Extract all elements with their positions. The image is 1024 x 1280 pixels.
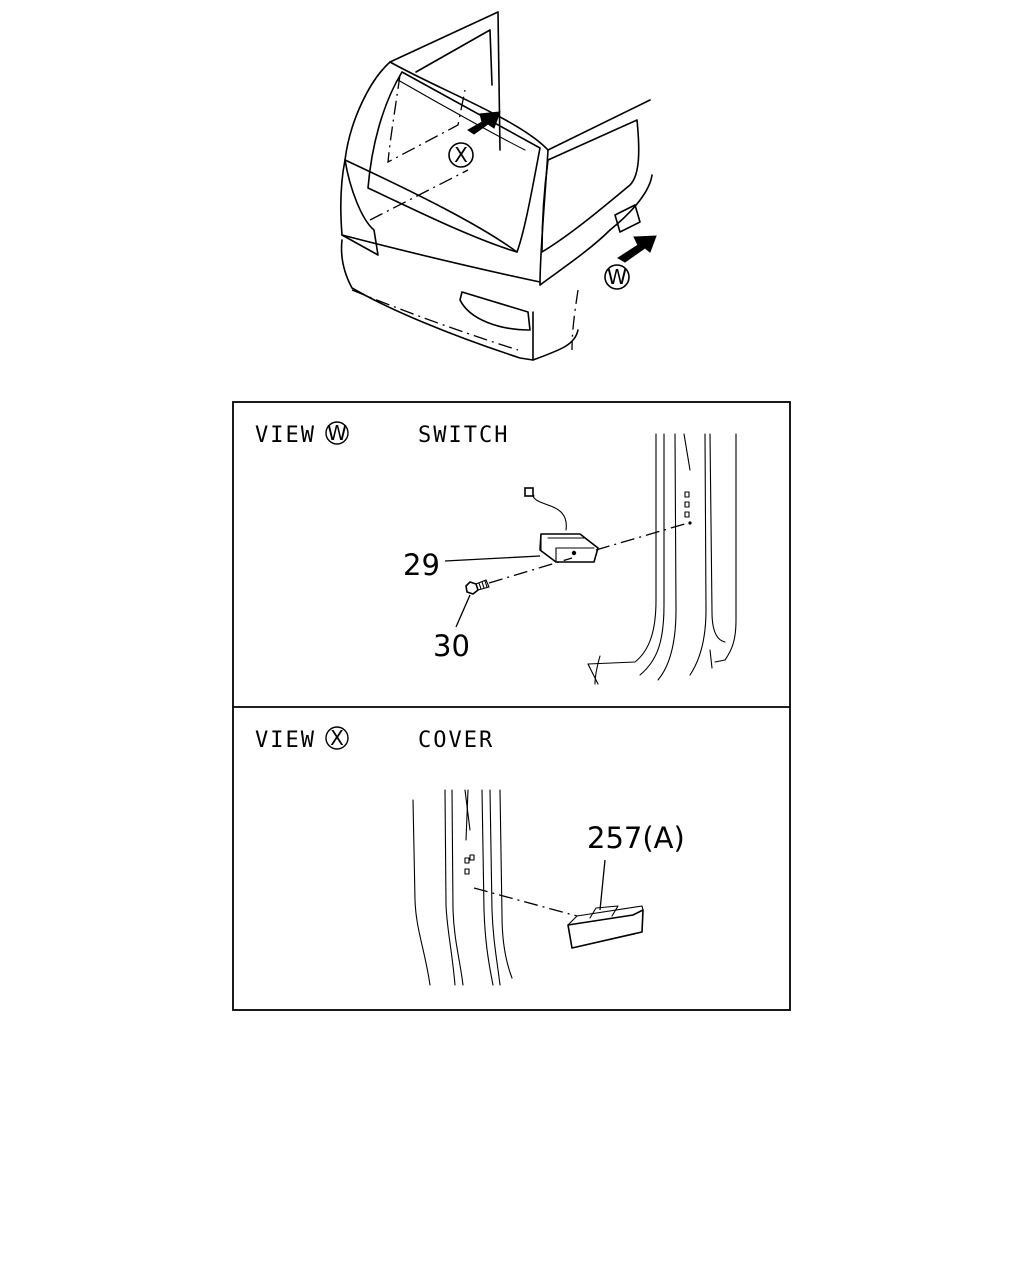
- switch-title: SWITCH: [418, 423, 509, 448]
- screw-mount-line: [488, 557, 573, 584]
- arrow-w-icon: [617, 235, 657, 263]
- svg-text:VIEW: VIEW: [255, 728, 316, 753]
- leader-30: [455, 594, 471, 628]
- truck-cab-illustration: [339, 11, 653, 361]
- svg-text:X: X: [330, 726, 344, 750]
- callout-x: X: [448, 142, 474, 168]
- screw-part-30: [465, 579, 490, 595]
- arrow-x-icon: [467, 111, 501, 135]
- cover-mount-line: [473, 887, 578, 917]
- part-number-29: 29: [403, 548, 440, 582]
- leader-257a: [599, 859, 606, 911]
- svg-text:W: W: [327, 421, 347, 445]
- svg-text:X: X: [454, 143, 468, 167]
- leader-29: [444, 555, 541, 562]
- switch-mount-line: [595, 522, 689, 551]
- part-number-257a: 257(A): [587, 821, 685, 855]
- door-pillar-x: [412, 789, 513, 986]
- svg-text:W: W: [607, 265, 627, 289]
- cover-part-257a: [567, 905, 644, 949]
- svg-text:VIEW: VIEW: [255, 423, 316, 448]
- callout-w: W: [604, 264, 630, 290]
- view-w-heading: VIEW W SWITCH: [255, 421, 509, 448]
- panel-frame: [232, 401, 791, 1011]
- switch-part-29: [524, 487, 599, 563]
- view-x-heading: VIEW X COVER: [255, 726, 494, 753]
- cover-title: COVER: [418, 728, 494, 753]
- door-pillar-w: [587, 433, 737, 685]
- part-number-30: 30: [433, 629, 470, 663]
